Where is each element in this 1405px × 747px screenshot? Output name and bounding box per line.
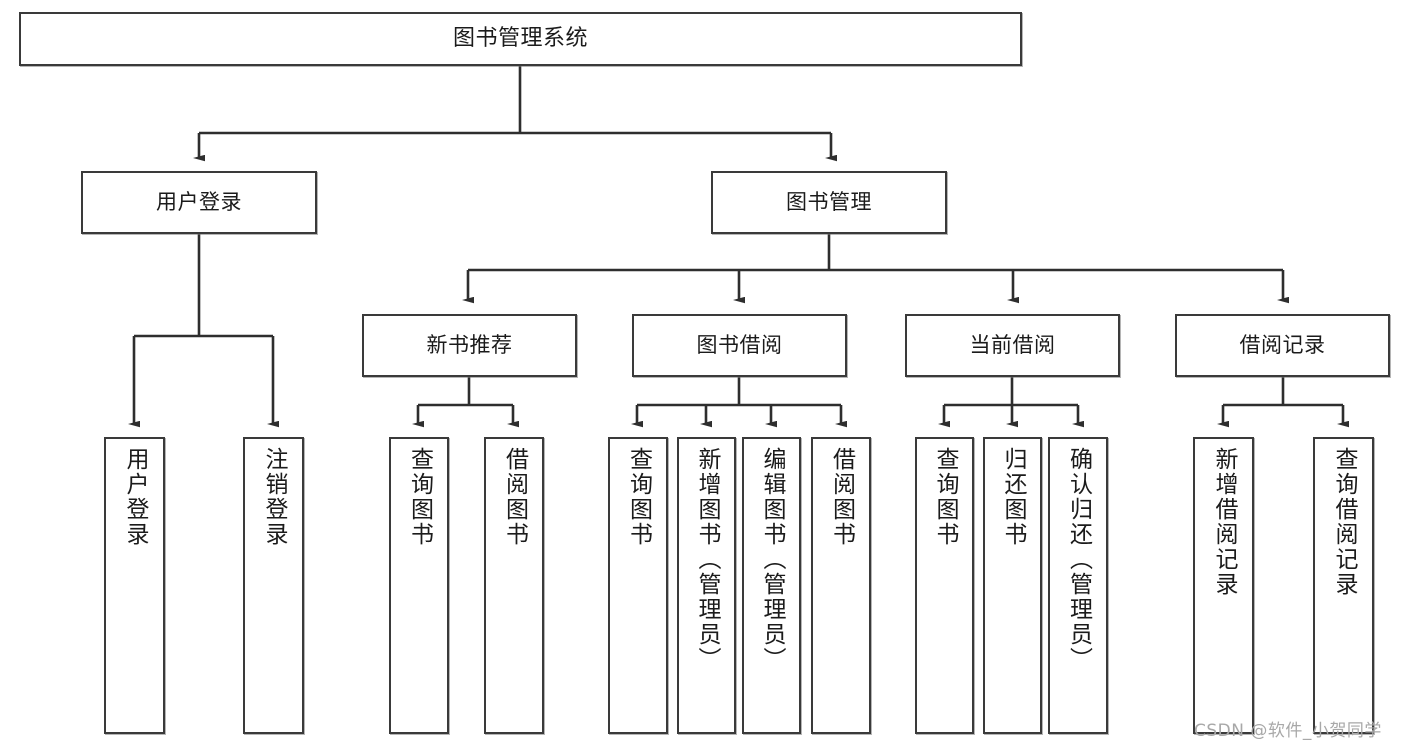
node-label: 用户登录 — [156, 190, 242, 215]
node-label: 当前借阅 — [969, 333, 1056, 358]
leaf-current-query-book[interactable]: 查询图书 — [915, 437, 974, 734]
node-label: 查询图书 — [932, 447, 958, 547]
node-label: 用户登录 — [122, 447, 148, 547]
leaf-borrow-edit-book-admin[interactable]: 编辑图书（管理员） — [742, 437, 801, 734]
node-current-borrowing[interactable]: 当前借阅 — [905, 314, 1120, 377]
leaf-user-login-login[interactable]: 用户登录 — [104, 437, 165, 734]
node-label: 确认归还（管理员） — [1065, 447, 1092, 672]
node-label: 注销登录 — [261, 447, 287, 547]
leaf-new-book-borrow-book[interactable]: 借阅图书 — [484, 437, 544, 734]
node-new-book-recommendation[interactable]: 新书推荐 — [362, 314, 577, 377]
leaf-new-book-query-book[interactable]: 查询图书 — [389, 437, 449, 734]
node-label: 查询图书 — [625, 447, 652, 547]
leaf-current-return-book[interactable]: 归还图书 — [983, 437, 1042, 734]
node-label: 借阅图书 — [828, 447, 855, 547]
node-book-borrowing[interactable]: 图书借阅 — [632, 314, 847, 377]
csdn-watermark: CSDN @软件_小贺同学 — [1194, 721, 1382, 741]
node-label: 借阅图书 — [501, 447, 528, 547]
node-label: 编辑图书（管理员） — [759, 447, 785, 672]
node-label: 新增借阅记录 — [1211, 447, 1237, 597]
node-label: 图书借阅 — [696, 333, 783, 358]
node-user-login[interactable]: 用户登录 — [81, 171, 317, 234]
leaf-record-add-record[interactable]: 新增借阅记录 — [1193, 437, 1254, 734]
node-label: 新书推荐 — [426, 333, 513, 358]
node-label: 图书管理系统 — [452, 26, 588, 52]
leaf-borrow-query-book[interactable]: 查询图书 — [608, 437, 668, 734]
node-book-management[interactable]: 图书管理 — [711, 171, 947, 234]
leaf-user-login-logout[interactable]: 注销登录 — [243, 437, 304, 734]
node-label: 查询图书 — [406, 447, 433, 547]
node-label: 借阅记录 — [1239, 333, 1326, 358]
node-label: 查询借阅记录 — [1331, 447, 1357, 597]
node-label: 归还图书 — [1000, 447, 1026, 547]
leaf-borrow-add-book-admin[interactable]: 新增图书（管理员） — [677, 437, 736, 734]
node-root-book-management-system[interactable]: 图书管理系统 — [19, 12, 1022, 66]
leaf-current-confirm-return-admin[interactable]: 确认归还（管理员） — [1048, 437, 1108, 734]
node-label: 图书管理 — [786, 190, 872, 215]
leaf-borrow-borrow-book[interactable]: 借阅图书 — [811, 437, 871, 734]
leaf-record-query-record[interactable]: 查询借阅记录 — [1313, 437, 1374, 734]
node-label: 新增图书（管理员） — [694, 447, 720, 672]
node-borrowing-record[interactable]: 借阅记录 — [1175, 314, 1390, 377]
